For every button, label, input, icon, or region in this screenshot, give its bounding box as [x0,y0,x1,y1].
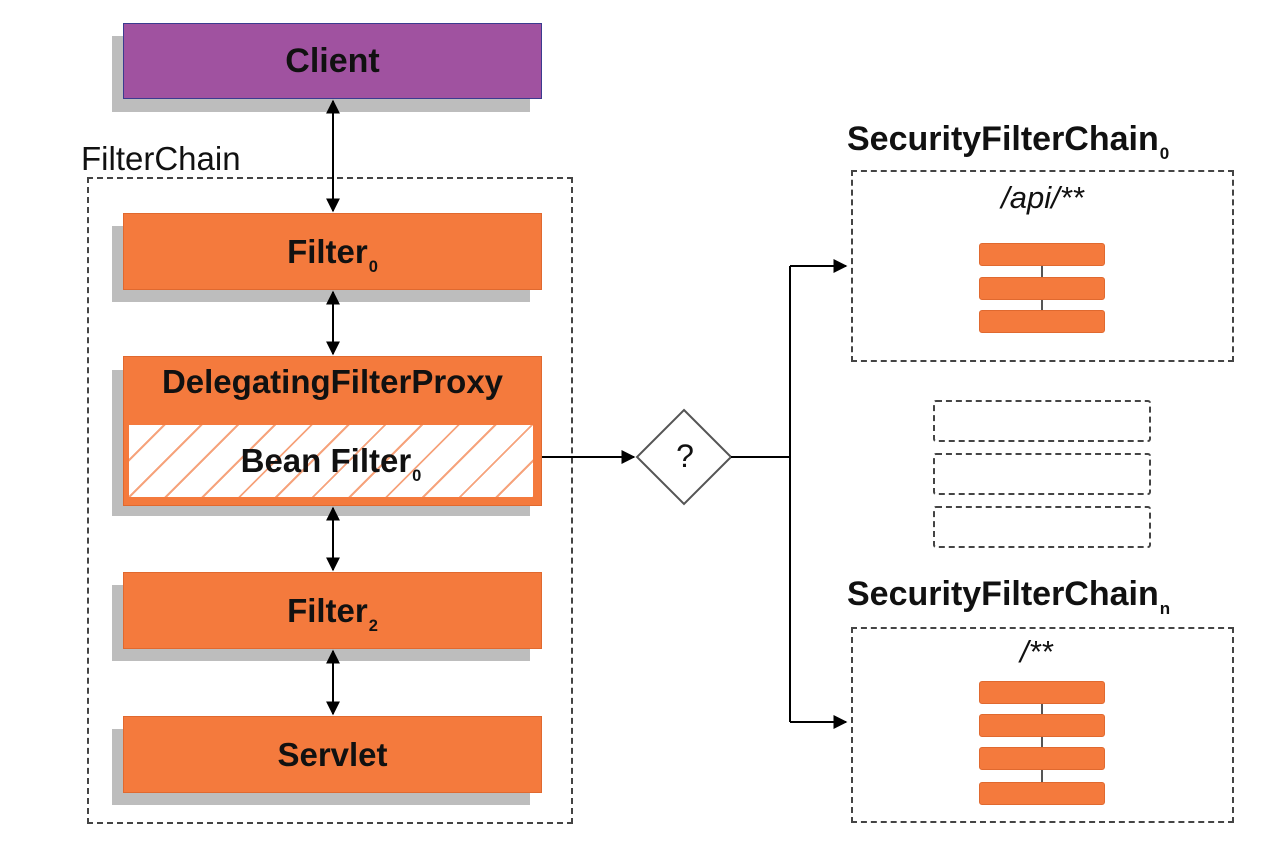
security-chain-n-filter [979,714,1105,737]
security-chain-n-pattern: /** [1020,634,1053,669]
security-chain-0-filter [979,310,1105,333]
bean-filter-box: Bean Filter0 [128,424,534,498]
security-chain-0-filter [979,277,1105,300]
decision-label: ? [676,438,694,474]
bean-filter-label: Bean Filter0 [240,442,422,486]
security-chain-0-pattern: /api/** [1001,180,1084,215]
client-label: Client [285,41,380,80]
decision-diamond [635,408,733,506]
filter0-box: Filter0 [123,213,542,290]
security-chain-0-frame [851,170,1234,362]
security-chain-n-title: SecurityFilterChainn [847,575,1171,619]
servlet-label: Servlet [277,735,388,773]
filter0-subscript: 0 [368,257,378,276]
security-chain-n-filter [979,782,1105,805]
security-chain-0-subscript: 0 [1159,144,1170,164]
placeholder-chain [933,453,1151,495]
filter2-subscript: 2 [368,616,378,635]
security-chain-n-subscript: n [1159,599,1171,619]
client-box: Client [123,23,542,99]
servlet-box: Servlet [123,716,542,793]
security-chain-n-stem [1041,690,1043,794]
security-chain-n-filter [979,681,1105,704]
security-chain-0-filter [979,243,1105,266]
placeholder-chain [933,506,1151,548]
filter-chain-title: FilterChain [81,140,241,177]
filter0-label: Filter0 [287,232,378,276]
security-chain-n-frame [851,627,1234,823]
security-chain-n-filter [979,747,1105,770]
filter2-label: Filter2 [287,591,378,635]
proxy-label: DelegatingFilterProxy [161,363,504,400]
placeholder-chain [933,400,1151,442]
bean-filter-subscript: 0 [412,467,422,486]
security-chain-0-title: SecurityFilterChain0 [847,120,1170,164]
filter2-box: Filter2 [123,572,542,649]
